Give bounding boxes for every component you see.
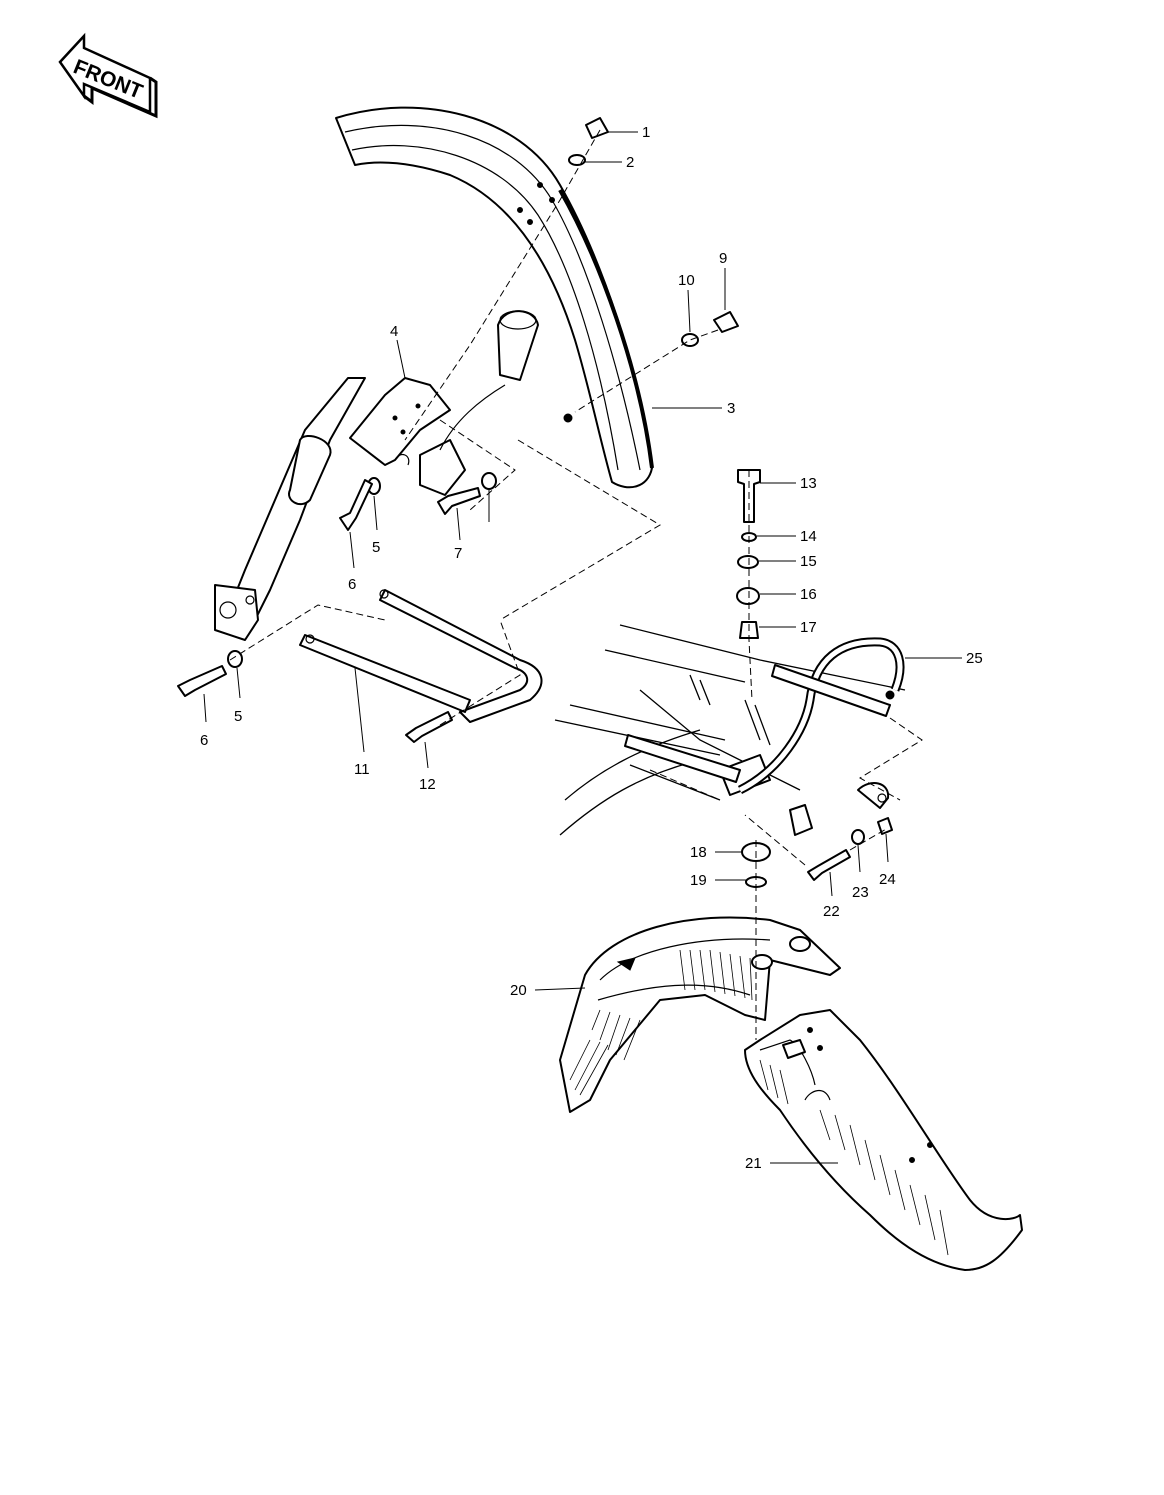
callout-23: 23: [852, 844, 869, 901]
callout-5-upper-label: 5: [372, 539, 380, 556]
callout-19-label: 19: [690, 872, 707, 889]
callout-23-label: 23: [852, 884, 869, 901]
callout-19: 19: [690, 872, 746, 889]
callout-5-upper: 5: [372, 495, 380, 556]
callout-14-label: 14: [800, 528, 817, 545]
callout-4-label: 4: [390, 323, 398, 340]
rear-fender: [744, 1009, 1023, 1271]
callout-18: 18: [690, 844, 742, 861]
callout-11: 11: [354, 667, 370, 778]
callout-17-label: 17: [800, 619, 817, 636]
callout-2-label: 2: [626, 154, 634, 171]
callout-15-label: 15: [800, 553, 817, 570]
front-fender: [335, 106, 654, 489]
fender-bracket: [349, 377, 451, 466]
callout-9-label: 9: [719, 250, 727, 267]
callout-25-label: 25: [966, 650, 983, 667]
callout-12-label: 12: [419, 776, 436, 793]
callout-15: 15: [759, 553, 817, 570]
callout-1-label: 1: [642, 124, 650, 141]
callout-13-label: 13: [800, 475, 817, 492]
callout-11-label: 11: [354, 761, 370, 778]
callout-14: 14: [757, 528, 817, 545]
callout-16: 16: [760, 586, 817, 603]
callout-6-upper-label: 6: [348, 576, 356, 593]
callout-18-label: 18: [690, 844, 707, 861]
callout-6-lower-label: 6: [200, 732, 208, 749]
callout-9: 9: [719, 250, 727, 310]
front-fork: [214, 310, 539, 641]
callout-10: 10: [678, 272, 695, 333]
callout-21-label: 21: [745, 1155, 762, 1172]
callout-22-label: 22: [823, 903, 840, 920]
callout-10-label: 10: [678, 272, 695, 289]
callout-6-upper: 6: [348, 531, 356, 593]
assembly-lines: [229, 129, 923, 1040]
callout-12: 12: [419, 741, 436, 793]
callout-2: 2: [585, 154, 634, 171]
frame-outline: [554, 624, 906, 836]
callout-13: 13: [760, 475, 817, 492]
callout-21: 21: [745, 1155, 838, 1172]
callout-5-lower: 5: [234, 667, 242, 725]
grab-bar: [624, 637, 905, 795]
callout-24-label: 24: [879, 871, 896, 888]
callout-4: 4: [390, 323, 406, 379]
front-arrow: FRONT: [58, 32, 158, 119]
callout-3: 3: [652, 400, 735, 417]
callout-5-lower-label: 5: [234, 708, 242, 725]
callout-22: 22: [823, 871, 840, 920]
callout-7-label: 7: [454, 545, 462, 562]
fender-stay: [299, 589, 543, 723]
callout-24: 24: [879, 833, 896, 888]
callout-1: 1: [608, 124, 650, 141]
callout-17: 17: [759, 619, 817, 636]
callout-25: 25: [905, 650, 983, 667]
callout-16-label: 16: [800, 586, 817, 603]
callout-20: 20: [510, 982, 586, 999]
front-hardware: [177, 117, 739, 743]
callout-20-label: 20: [510, 982, 527, 999]
callout-7: 7: [454, 507, 462, 562]
callout-6-lower: 6: [200, 693, 208, 749]
inner-rear-fender: [559, 916, 841, 1113]
callout-3-label: 3: [727, 400, 735, 417]
